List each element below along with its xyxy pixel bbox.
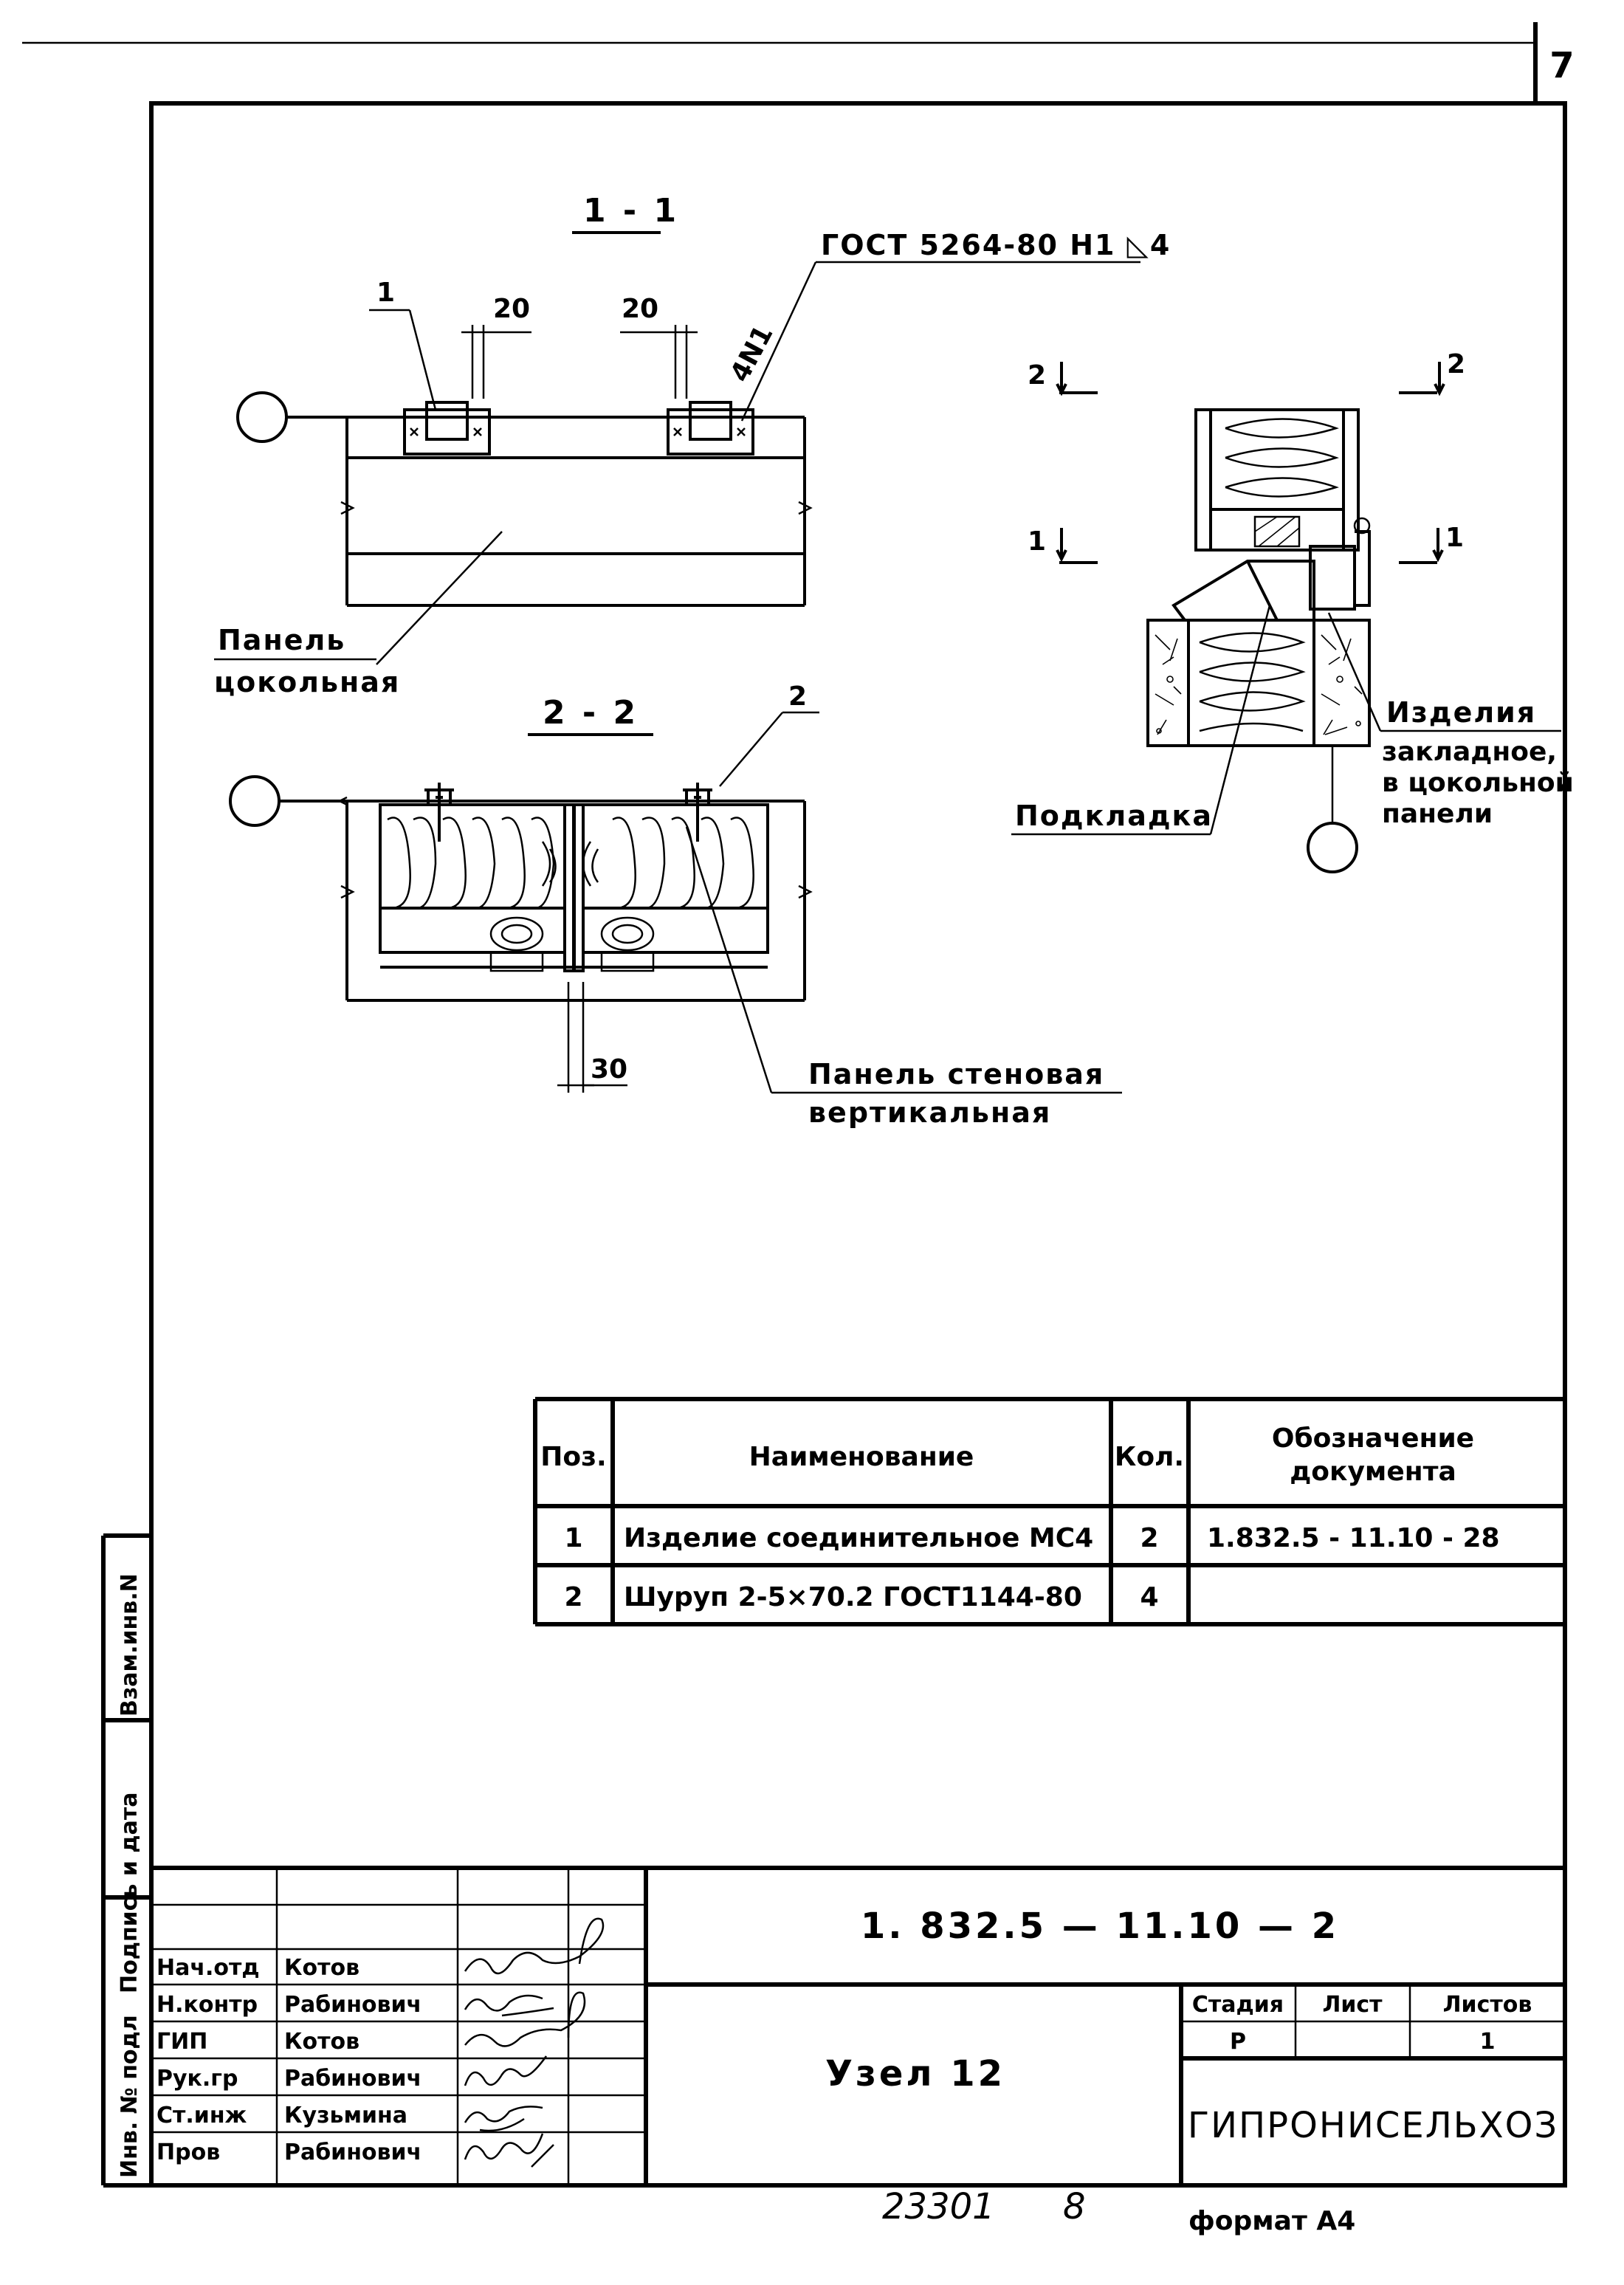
staff-name-5: Кузьмина xyxy=(284,2103,407,2128)
staff-name-4: Рабинович xyxy=(284,2066,422,2092)
wall-panel-label-2: вертикальная xyxy=(808,1096,1051,1129)
row-1-doc: 1.832.5 - 11.10 - 28 xyxy=(1207,1523,1500,1553)
header-doc-2: документа xyxy=(1290,1457,1456,1487)
staff-name-6: Рабинович xyxy=(284,2140,422,2165)
staff-role-6: Пров xyxy=(156,2140,220,2165)
header-qty: Кол. xyxy=(1115,1442,1184,1472)
cut-2-right: 2 xyxy=(1447,349,1465,379)
axis-marker-3 xyxy=(1307,822,1358,873)
section-1-1-title: 1 - 1 xyxy=(583,192,679,230)
cut-1-right: 1 xyxy=(1445,523,1464,553)
cut-1-left: 1 xyxy=(1028,526,1046,557)
stage-value: Р xyxy=(1230,2029,1246,2055)
section-2-2-title: 2 - 2 xyxy=(543,694,639,732)
row-2-name: Шуруп 2-5×70.2 ГОСТ1144-80 xyxy=(624,1582,1082,1612)
header-pos: Поз. xyxy=(540,1442,606,1472)
staff-name-2: Рабинович xyxy=(284,1992,422,2018)
row-2-pos: 2 xyxy=(564,1582,582,1612)
staff-role-2: Н.контр xyxy=(156,1992,258,2018)
sign-date-label: Подпись и дата xyxy=(117,1793,142,1993)
vzam-inv-label: Взам.инв.N xyxy=(117,1573,142,1717)
row-1-name: Изделие соединительное МС4 xyxy=(624,1523,1093,1553)
sheets-value: 1 xyxy=(1480,2029,1496,2055)
axis-marker xyxy=(236,391,288,443)
header-name: Наименование xyxy=(749,1442,974,1472)
section-2-2: 2 - 2 xyxy=(229,681,1122,1129)
plinth-panel-label-1: Панель xyxy=(218,624,345,656)
embedded-label-4: панели xyxy=(1382,799,1493,829)
drawing-name: Узел 12 xyxy=(825,2053,1005,2095)
stage-header: Стадия xyxy=(1192,1992,1284,2018)
callout-2: 2 xyxy=(788,681,807,712)
format-label: формат А4 xyxy=(1188,2206,1355,2236)
embedded-label-2: закладное, xyxy=(1382,737,1557,767)
inv-podl-label: Инв. № подл xyxy=(117,2015,142,2178)
table-row: 2 Шуруп 2-5×70.2 ГОСТ1144-80 4 xyxy=(564,1582,1158,1612)
table-row: 1 Изделие соединительное МС4 2 1.832.5 -… xyxy=(564,1523,1499,1553)
weld-note: ГОСТ 5264-80 Н1 ◺4 xyxy=(821,229,1171,261)
embedded-label-3: в цокольной xyxy=(1382,768,1574,798)
pad-label: Подкладка xyxy=(1015,800,1213,832)
sheet-frame xyxy=(22,22,1567,2188)
row-1-qty: 2 xyxy=(1140,1523,1158,1553)
weld-count: 4N1 xyxy=(725,320,780,387)
plinth-panel-label-2: цокольная xyxy=(214,666,400,698)
doc-number: 1. 832.5 — 11.10 — 2 xyxy=(861,1906,1339,1947)
axis-marker-2 xyxy=(229,775,281,827)
staff-role-3: ГИП xyxy=(156,2029,207,2055)
header-doc-1: Обозначение xyxy=(1272,1423,1474,1454)
staff-role-4: Рук.гр xyxy=(156,2066,238,2092)
staff-role-5: Ст.инж xyxy=(156,2103,247,2128)
staff-role-1: Нач.отд xyxy=(156,1955,260,1981)
spec-table: Поз. Наименование Кол. Обозначение докум… xyxy=(533,1397,1565,1626)
cut-2-left: 2 xyxy=(1028,360,1046,391)
organization: ГИПРОНИСЕЛЬХОЗ xyxy=(1188,2105,1558,2146)
archive-code: 23301 xyxy=(882,2186,995,2227)
embedded-label-1: Изделия xyxy=(1386,696,1536,729)
dim-30: 30 xyxy=(591,1054,627,1085)
title-block: 1. 832.5 — 11.10 — 2 Узел 12 Стадия Лист… xyxy=(151,1866,1565,2185)
side-stamp: Инв. № подл Подпись и дата Взам.инв.N xyxy=(101,1533,151,2188)
section-1-1: 1 - 1 20 20 1 xyxy=(214,192,1171,698)
row-1-pos: 1 xyxy=(564,1523,582,1553)
sheets-header: Листов xyxy=(1443,1992,1532,2018)
dim-20-left: 20 xyxy=(493,294,530,324)
wall-panel-label-1: Панель стеновая xyxy=(808,1058,1104,1090)
staff-name-1: Котов xyxy=(284,1955,359,1981)
signatures xyxy=(464,1917,605,2168)
archive-sheet: 8 xyxy=(1063,2186,1086,2227)
dim-20-right: 20 xyxy=(622,294,658,324)
junction-detail: 2 2 1 1 xyxy=(1011,349,1574,873)
page-number: 7 xyxy=(1549,45,1577,86)
row-2-qty: 4 xyxy=(1140,1582,1158,1612)
callout-1: 1 xyxy=(376,278,395,308)
staff-name-3: Котов xyxy=(284,2029,359,2055)
sheet-header: Лист xyxy=(1322,1992,1383,2018)
